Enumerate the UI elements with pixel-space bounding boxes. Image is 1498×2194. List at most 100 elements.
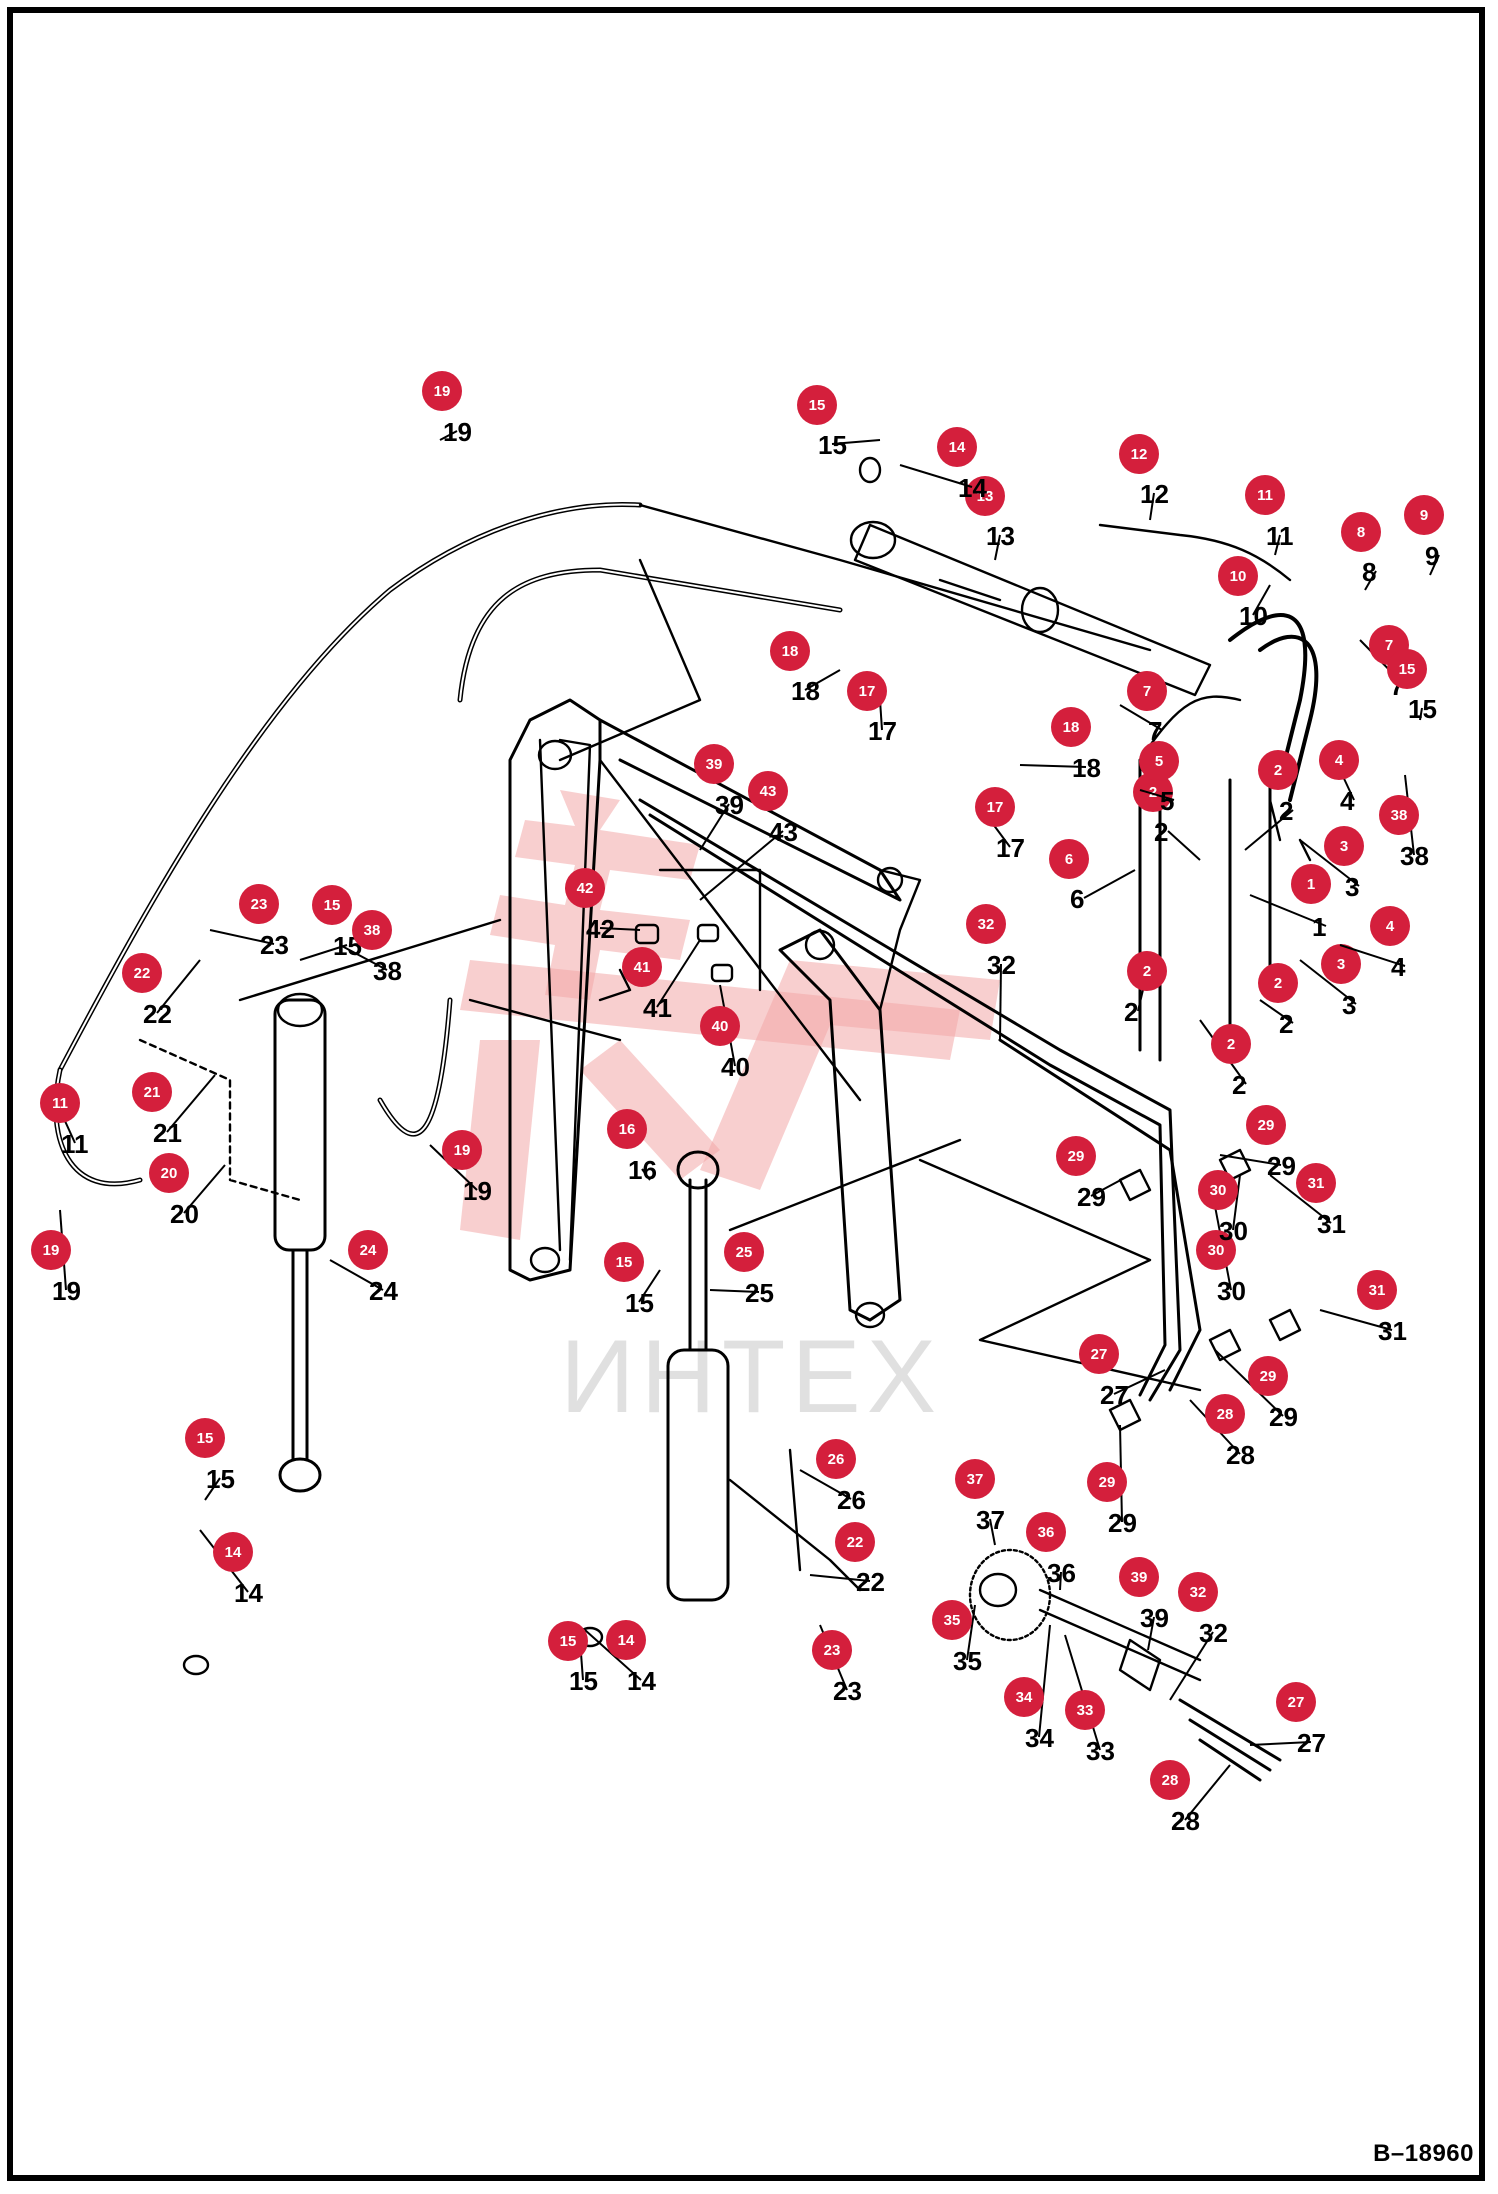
leader-line [1019, 764, 1087, 768]
callout-badge [700, 1006, 740, 1046]
callout-badge [1387, 649, 1427, 689]
part-number-label: 20 [170, 1199, 199, 1229]
callout-badge-number: 10 [1230, 568, 1247, 585]
callout-badge-number: 35 [944, 1612, 961, 1629]
callout-badge [1119, 434, 1159, 474]
callout-badge [975, 787, 1015, 827]
callout-badge [816, 1439, 856, 1479]
callout-badge [1049, 839, 1089, 879]
callout-badge [1211, 1024, 1251, 1064]
callout-badge [1056, 1136, 1096, 1176]
leader-line [156, 959, 201, 1014]
callout-1: 11 [1249, 864, 1331, 942]
callout-badge-number: 29 [1099, 1474, 1116, 1491]
callout-badge-number: 34 [1016, 1689, 1033, 1706]
callout-badge-number: 15 [809, 397, 826, 414]
callout-badge-number: 14 [949, 439, 966, 456]
callout-badge-number: 27 [1288, 1694, 1305, 1711]
callout-badge [1291, 864, 1331, 904]
part-number-label: 16 [628, 1155, 657, 1185]
leader-line [638, 1269, 661, 1303]
callout-badge-number: 31 [1369, 1282, 1386, 1299]
callout-badge-number: 5 [1155, 753, 1163, 770]
callout-badge-number: 22 [847, 1534, 864, 1551]
callout-badge [1198, 1170, 1238, 1210]
callout-badge-number: 4 [1335, 752, 1344, 769]
callout-badge [622, 947, 662, 987]
leader-line [204, 1477, 221, 1501]
callout-badge [40, 1083, 80, 1123]
callout-2: 22 [1133, 772, 1201, 861]
callout-badge-number: 29 [1258, 1117, 1275, 1134]
part-number-label: 27 [1100, 1380, 1129, 1410]
leader-line [641, 1168, 651, 1181]
leader-line [1249, 894, 1327, 927]
leader-line [699, 803, 730, 851]
part-number-label: 6 [1070, 884, 1084, 914]
callout-badge-number: 7 [1143, 683, 1151, 700]
callout-badge-number: 24 [360, 1242, 377, 1259]
leader-line [1083, 869, 1136, 899]
callout-badge-number: 2 [1274, 975, 1282, 992]
leader-line [1038, 1624, 1051, 1738]
callout-badge [422, 371, 462, 411]
callout-badge-number: 15 [560, 1633, 577, 1650]
part-number-label: 2 [1154, 817, 1168, 847]
leader-line [656, 939, 701, 1008]
callout-5: 55 [1139, 741, 1179, 816]
callout-badge [1127, 951, 1167, 991]
watermark-text: ИНТЕХ [560, 1319, 942, 1435]
part-number-label: 39 [1140, 1603, 1169, 1633]
callout-badge [213, 1532, 253, 1572]
callout-badge [1404, 495, 1444, 535]
leader-line [1299, 839, 1360, 887]
callout-badge [1296, 1163, 1336, 1203]
callout-badge-number: 6 [1065, 851, 1073, 868]
part-number-label: 14 [627, 1666, 656, 1696]
part-number-label: 1 [1312, 912, 1326, 942]
leader-line [1059, 1571, 1062, 1591]
part-number-label: 2 [1279, 796, 1293, 826]
part-number-label: 13 [986, 521, 1015, 551]
part-number-label: 23 [260, 930, 289, 960]
leader-line [1244, 809, 1294, 851]
leader-line [1299, 959, 1357, 1005]
part-number-label: 43 [769, 817, 798, 847]
leader-line [1364, 570, 1377, 591]
part-number-label: 15 [818, 430, 847, 460]
callout-badge [1258, 750, 1298, 790]
part-number-label: 38 [373, 956, 402, 986]
callout-badge [149, 1153, 189, 1193]
part-number-label: 36 [1047, 1558, 1076, 1588]
callout-4: 44 [1339, 906, 1410, 982]
callout-badge [965, 476, 1005, 516]
callout-badge-number: 16 [619, 1121, 636, 1138]
callout-badge-number: 38 [364, 922, 381, 939]
part-number-label: 37 [976, 1505, 1005, 1535]
callout-badge-number: 3 [1340, 838, 1348, 855]
callout-badge-number: 36 [1038, 1524, 1055, 1541]
part-number-label: 2 [1279, 1009, 1293, 1039]
leader-line [994, 534, 1001, 561]
part-number-label: 22 [143, 999, 172, 1029]
callout-badge-number: 8 [1357, 524, 1365, 541]
callout-badge-number: 15 [1399, 661, 1416, 678]
part-number-label: 11 [61, 1129, 89, 1159]
part-number-label: 7 [1148, 716, 1162, 746]
part-number-label: 17 [868, 716, 897, 746]
callout-badge-number: 28 [1217, 1406, 1234, 1423]
